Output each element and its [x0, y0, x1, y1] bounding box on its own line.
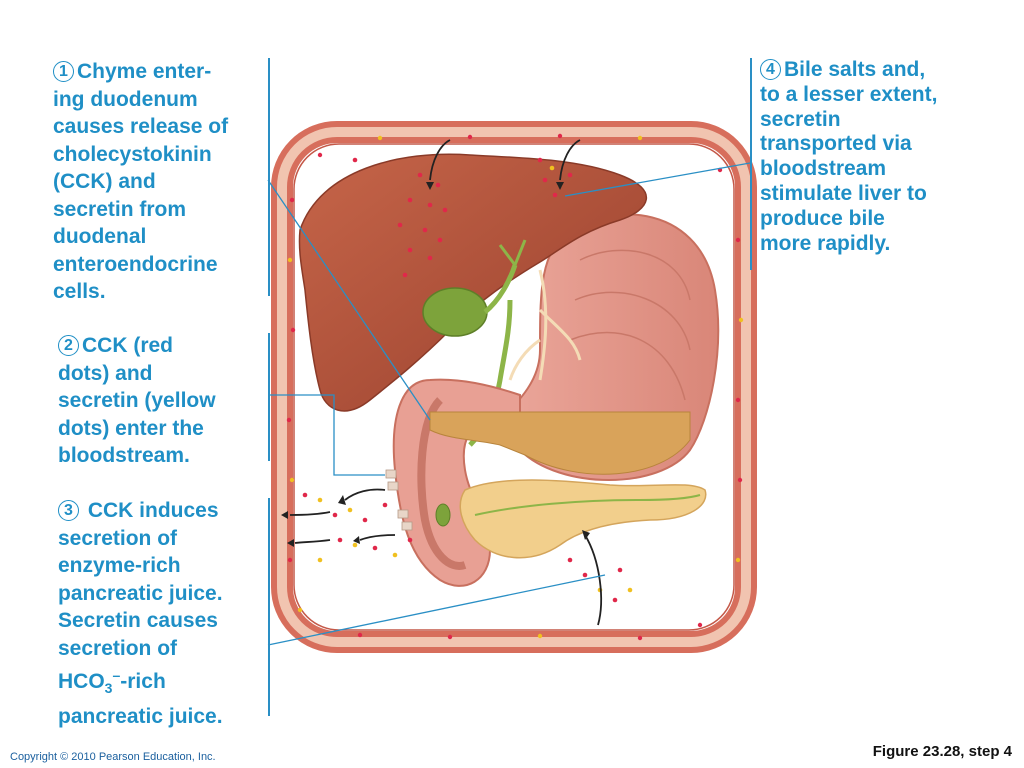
liver — [298, 153, 647, 412]
step-3-line: secretion of — [58, 636, 178, 660]
duodenum-lumen — [417, 397, 467, 570]
step2-bar — [268, 333, 270, 461]
released-dots — [302, 492, 413, 563]
ampulla — [435, 503, 451, 527]
pancreatic-duct — [474, 494, 701, 516]
step-1-line: causes release of — [53, 115, 229, 138]
step-1-number: 1 — [53, 61, 74, 82]
formula-base: HCO — [58, 670, 105, 693]
chyme — [429, 411, 691, 475]
step-4-line: secretin — [760, 107, 841, 131]
step3-bar — [268, 498, 270, 716]
step-3-line: pancreatic juice. — [58, 581, 223, 605]
step-2-line: bloodstream. — [58, 444, 190, 467]
step1-bar — [268, 58, 270, 296]
step-4-line: more rapidly. — [760, 231, 891, 255]
step-3-line: enzyme-rich — [58, 554, 181, 577]
step-2-number: 2 — [58, 335, 79, 356]
step-2-line: secretin (yellow — [58, 389, 216, 412]
step-1-line: ing duodenum — [53, 87, 198, 111]
gallbladder — [422, 287, 488, 337]
step-1-line: cholecystokinin — [53, 142, 212, 166]
step-3-line: CCK induces — [87, 499, 219, 522]
step-3-line: Secretin causes — [58, 609, 218, 632]
step-4-line: Bile salts and, — [784, 58, 926, 81]
blood-vessel-lumen — [277, 127, 751, 647]
step-4-line: transported via — [760, 132, 912, 156]
step-1-line: duodenal — [53, 225, 147, 248]
enteroendocrine-cells — [385, 469, 413, 531]
step-4-line: stimulate liver to — [760, 181, 927, 205]
figure-caption: Figure 23.28, step 4 — [872, 743, 1012, 760]
step-1-line: cells. — [53, 280, 106, 303]
step-2-line: dots) and — [58, 361, 153, 385]
formula-suffix: -rich — [120, 670, 166, 693]
step-3-number: 3 — [58, 500, 79, 521]
step-4-line: bloodstream — [760, 157, 887, 181]
pancreas — [459, 479, 707, 559]
step-4-line: produce bile — [760, 206, 885, 230]
formula-subscript: 3 — [104, 680, 113, 696]
copyright-text: Copyright © 2010 Pearson Education, Inc. — [10, 751, 216, 763]
flow-arrows — [289, 139, 603, 626]
step-3-line: secretion of — [58, 526, 178, 550]
step4-bar — [750, 58, 752, 270]
step-2-line: CCK (red — [82, 334, 174, 357]
step-1-line: enteroendocrine — [53, 252, 218, 276]
step-3-label: 3 CCK induces secretion of enzyme-rich p… — [58, 497, 223, 730]
step-4-line: to a lesser extent, — [760, 82, 938, 106]
arrowheads — [281, 182, 590, 547]
leader-lines — [267, 162, 751, 646]
step-1-line: Chyme enter- — [77, 60, 212, 83]
vessel-dots — [286, 133, 744, 641]
blood-vessel-inner-edge — [293, 143, 735, 631]
step-1-line: secretin from — [53, 197, 187, 221]
step-2-line: dots) enter the — [58, 416, 204, 440]
stomach-rugae — [569, 249, 691, 401]
hco3-formula: HCO3–-rich — [58, 662, 223, 703]
step-3-line: pancreatic juice. — [58, 704, 223, 728]
step-1-line: (CCK) and — [53, 170, 156, 193]
step-4-number: 4 — [760, 59, 781, 80]
formula-superscript: – — [112, 667, 121, 683]
pale-vessels — [508, 269, 582, 381]
hepatic-ducts — [498, 239, 527, 266]
